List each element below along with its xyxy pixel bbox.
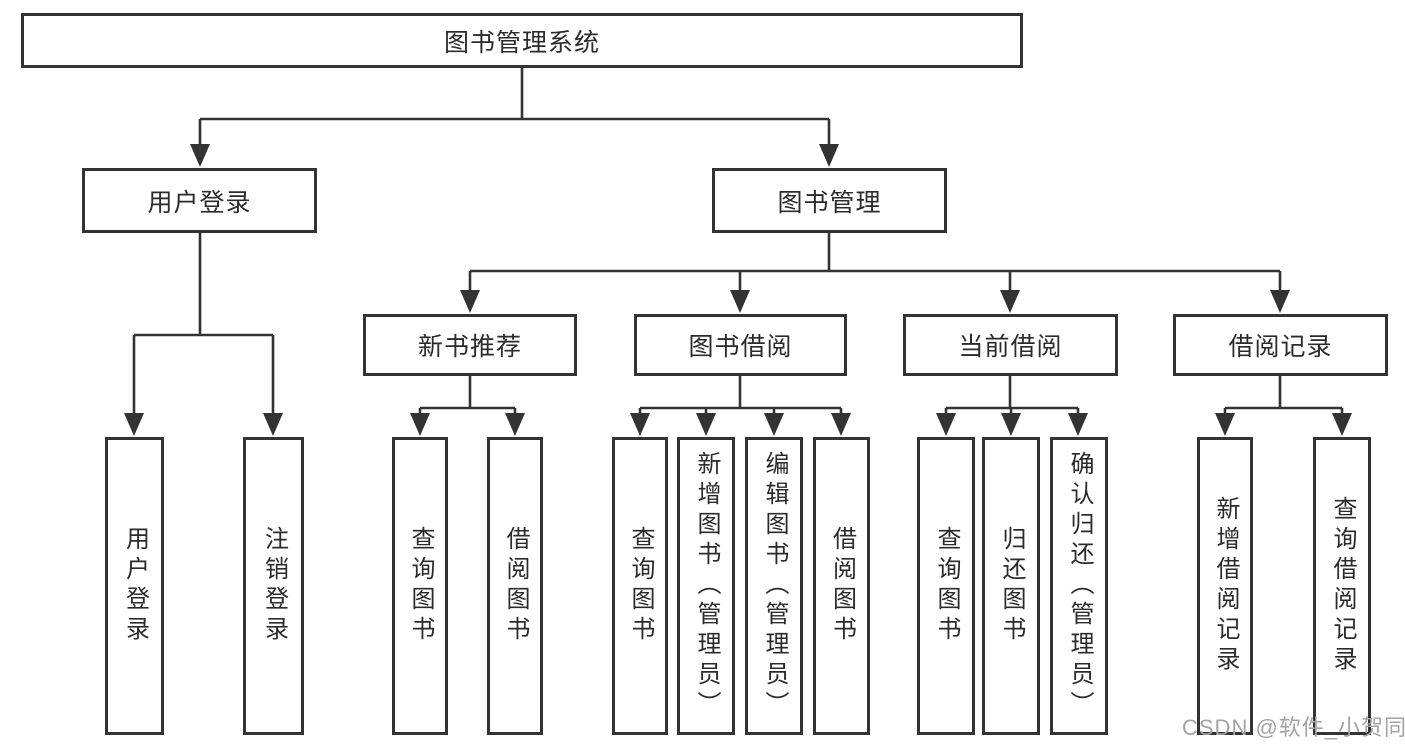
- node-book-management: 图书管理: [712, 168, 947, 233]
- leaf-add-borrow-record-label: 新增借阅记录: [1212, 496, 1239, 676]
- leaf-query-books-3-label: 查询图书: [933, 526, 960, 646]
- node-root-label: 图书管理系统: [443, 28, 600, 57]
- node-user-login: 用户登录: [82, 168, 317, 233]
- node-root-library-management-system: 图书管理系统: [21, 13, 1023, 68]
- node-borrowing-records: 借阅记录: [1173, 314, 1388, 376]
- leaf-confirm-return-admin-label: 确认归还（管理员）: [1066, 451, 1093, 721]
- node-book-management-label: 图书管理: [777, 188, 882, 217]
- node-user-login-label: 用户登录: [147, 188, 252, 217]
- node-current-borrowing-label: 当前借阅: [958, 333, 1063, 361]
- leaf-add-borrow-record: 新增借阅记录: [1197, 437, 1253, 735]
- leaf-confirm-return-admin: 确认归还（管理员）: [1050, 437, 1108, 735]
- node-new-book-recommendation: 新书推荐: [363, 314, 577, 376]
- leaf-query-books-2-label: 查询图书: [627, 526, 654, 646]
- leaf-edit-books-admin: 编辑图书（管理员）: [745, 437, 803, 735]
- leaf-query-books-1-label: 查询图书: [407, 526, 434, 646]
- leaf-query-borrow-record: 查询借阅记录: [1313, 437, 1371, 735]
- leaf-borrow-books-2: 借阅图书: [813, 437, 870, 735]
- leaf-query-books-3: 查询图书: [917, 437, 975, 735]
- leaf-borrow-books-2-label: 借阅图书: [828, 526, 856, 646]
- leaf-return-books: 归还图书: [982, 437, 1040, 735]
- leaf-user-login-label: 用户登录: [121, 526, 149, 646]
- leaf-add-books-admin: 新增图书（管理员）: [677, 437, 735, 735]
- node-current-borrowing: 当前借阅: [903, 314, 1118, 376]
- leaf-borrow-books-1: 借阅图书: [487, 437, 543, 735]
- leaf-query-books-1: 查询图书: [392, 437, 448, 735]
- node-borrowing-records-label: 借阅记录: [1228, 333, 1333, 361]
- leaf-query-borrow-record-label: 查询借阅记录: [1329, 496, 1356, 676]
- csdn-watermark: CSDN @软件_小贺同学: [1182, 715, 1405, 740]
- leaf-return-books-label: 归还图书: [998, 526, 1025, 646]
- leaf-edit-books-admin-label: 编辑图书（管理员）: [761, 451, 788, 721]
- node-book-borrowing: 图书借阅: [634, 314, 847, 376]
- leaf-add-books-admin-label: 新增图书（管理员）: [693, 451, 720, 721]
- leaf-borrow-books-1-label: 借阅图书: [502, 526, 529, 646]
- node-new-book-recommendation-label: 新书推荐: [417, 333, 522, 361]
- leaf-query-books-2: 查询图书: [612, 437, 668, 735]
- node-book-borrowing-label: 图书借阅: [688, 333, 793, 361]
- leaf-user-login: 用户登录: [105, 437, 164, 735]
- leaf-logout-label: 注销登录: [260, 526, 288, 646]
- leaf-logout: 注销登录: [243, 437, 304, 735]
